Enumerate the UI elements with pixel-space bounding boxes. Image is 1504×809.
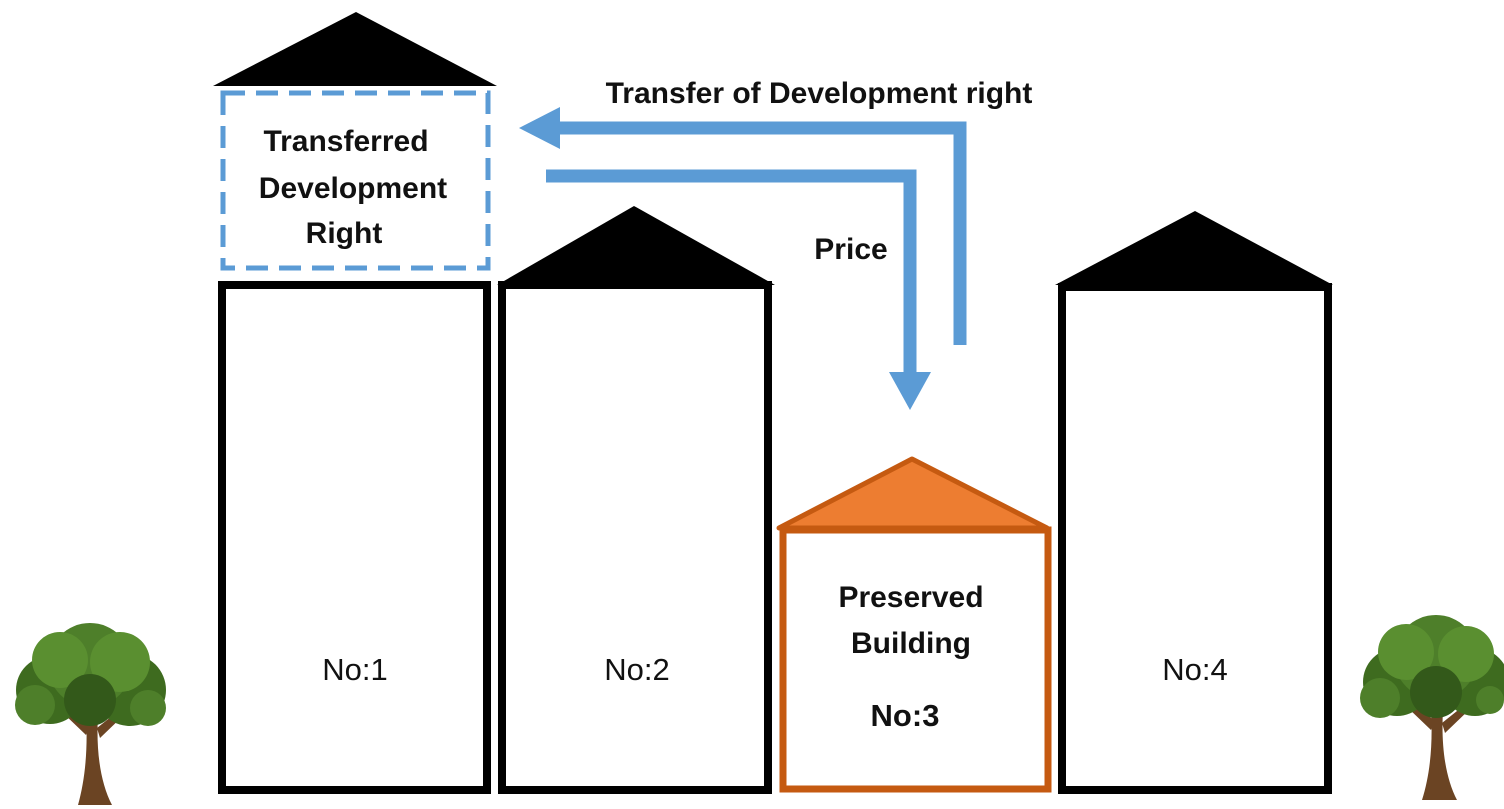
building-1-roof [213, 12, 497, 86]
building-2 [498, 281, 772, 794]
building-2-roof [497, 206, 775, 285]
preserved-building [779, 526, 1052, 793]
building-1 [218, 281, 491, 794]
price-label: Price [814, 233, 887, 266]
preserved-building-roof [776, 456, 1050, 531]
preserved-building-title-line2: Building [851, 627, 971, 660]
transferred-development-right-box [220, 90, 491, 271]
transferred-label-line2: Development [259, 172, 447, 205]
price-arrow [546, 169, 931, 410]
transferred-label-line3: Right [306, 217, 383, 250]
building-4-roof [1055, 211, 1333, 285]
building-1-label: No:1 [322, 652, 387, 687]
tree-left-icon [15, 623, 166, 805]
building-4-label: No:4 [1162, 652, 1227, 687]
transfer-label: Transfer of Development right [606, 77, 1033, 110]
transfer-arrow [519, 107, 967, 345]
preserved-building-title-line1: Preserved [838, 581, 983, 614]
building-2-label: No:2 [604, 652, 669, 687]
tree-right-icon [1360, 615, 1504, 800]
preserved-building-label: No:3 [871, 698, 940, 733]
transferred-label-line1: Transferred [263, 125, 428, 158]
building-4 [1058, 283, 1332, 794]
